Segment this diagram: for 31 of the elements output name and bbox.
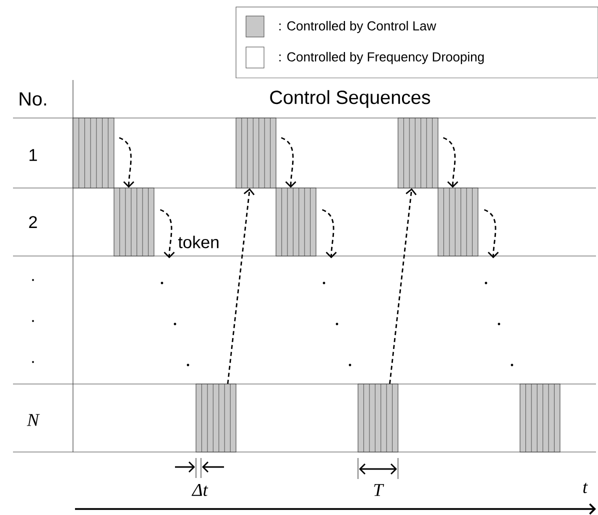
striped-block (520, 384, 560, 452)
arrow (227, 188, 255, 384)
striped-block (276, 188, 316, 256)
edge-label: token (178, 236, 218, 248)
dimension-label: T (374, 484, 384, 496)
row-number: . (32, 320, 34, 322)
striped-block (236, 118, 276, 188)
row-number: N (26, 414, 40, 426)
arrow (160, 209, 175, 258)
striped-block (438, 188, 478, 256)
striped-block (72, 118, 114, 188)
arrow (280, 137, 296, 188)
legend-text: : Controlled by Frequency Drooping (279, 52, 484, 64)
row-number: 1 (30, 149, 37, 161)
row-number: 2 (29, 216, 37, 228)
arrow (118, 137, 134, 188)
legend-text: : Controlled by Control Law (279, 20, 436, 34)
axis-label: t (583, 482, 588, 494)
arrow (322, 209, 337, 258)
striped-block (398, 118, 438, 188)
arrow (442, 137, 458, 188)
striped-block (114, 188, 154, 256)
arrow (484, 209, 499, 258)
row-number: . (32, 361, 34, 363)
striped-block (358, 384, 398, 452)
arrow (389, 188, 417, 384)
header-text: Control Sequences (270, 90, 430, 108)
header-text: No. (20, 92, 46, 106)
striped-block (196, 384, 236, 452)
row-number: . (32, 279, 34, 281)
dimension-label: Δt (192, 484, 208, 496)
